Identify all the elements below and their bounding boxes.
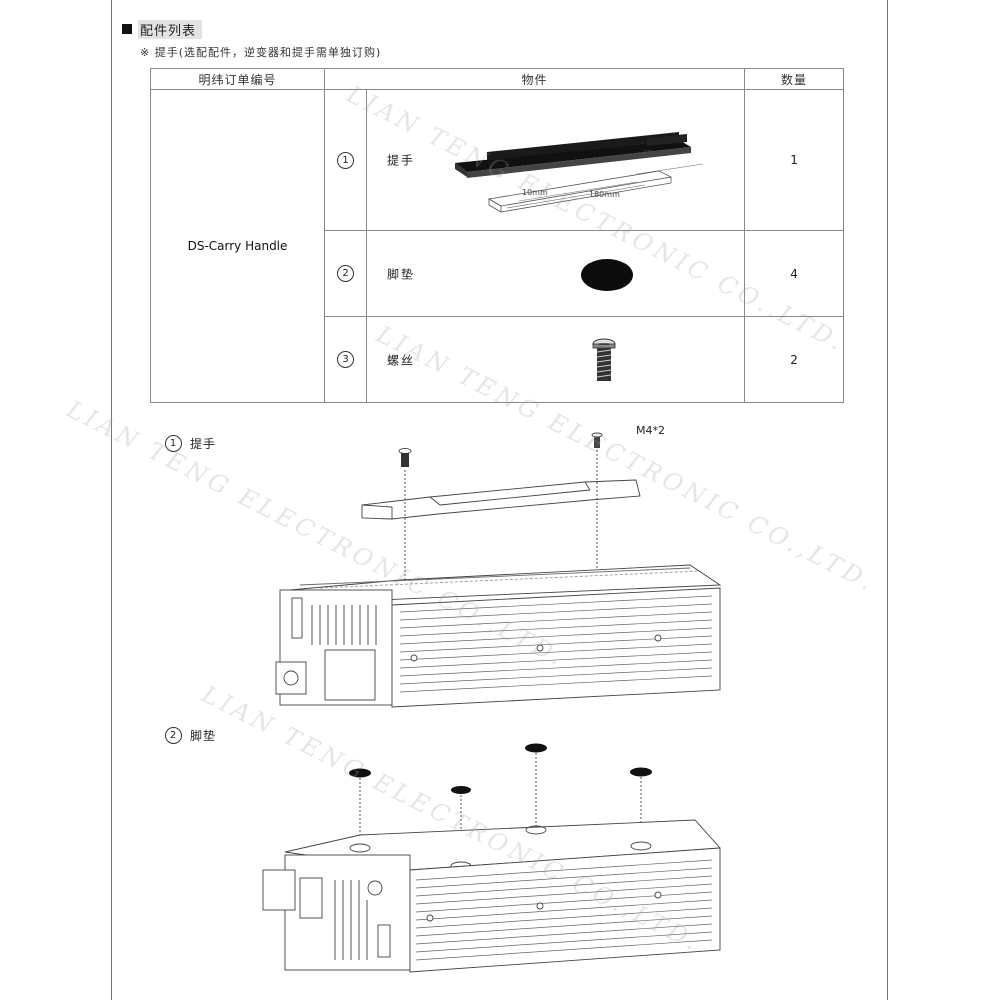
order-code-cell: DS-Carry Handle xyxy=(150,89,325,403)
screw-right-icon xyxy=(591,432,603,448)
qty-foot: 4 xyxy=(744,230,845,317)
rubber-foot-image xyxy=(581,259,633,291)
foot-2-icon xyxy=(451,786,471,794)
screw-left-icon xyxy=(398,448,412,467)
feet-assembly-diagram xyxy=(262,743,721,973)
svg-text:180mm: 180mm xyxy=(589,190,620,199)
screw-image xyxy=(592,338,616,381)
diagram-handle-label: 1 提手 xyxy=(165,435,216,452)
section-title: 配件列表 xyxy=(122,19,203,39)
section-note: ※ 提手(选配配件，逆变器和提手需单独订购) xyxy=(140,46,382,59)
foot-3-icon xyxy=(525,743,547,753)
diagram-feet-label: 2 脚垫 xyxy=(165,727,216,744)
header-order-code: 明纬订单编号 xyxy=(150,68,325,90)
foot-1-icon xyxy=(349,768,371,778)
square-bullet-icon xyxy=(122,24,132,34)
svg-text:27mm: 27mm xyxy=(642,149,668,158)
accessory-table: 明纬订单编号 物件 数量 DS-Carry Handle 1 提手 27mm xyxy=(150,68,845,403)
screw-spec-label: M4*2 xyxy=(636,424,665,437)
row-index: 2 xyxy=(324,230,367,317)
handle-assembly-diagram xyxy=(275,432,722,708)
page-frame xyxy=(111,0,888,1000)
item-handle-cell: 提手 27mm 10mm 180mm xyxy=(365,89,746,231)
item-screw-cell: 螺丝 xyxy=(365,316,746,403)
foot-4-icon xyxy=(630,767,652,777)
svg-text:10mm: 10mm xyxy=(522,188,548,197)
handle-image: 27mm 10mm 180mm xyxy=(455,132,704,213)
row-index: 3 xyxy=(324,316,367,403)
item-foot-cell: 脚垫 xyxy=(365,230,746,317)
qty-handle: 1 xyxy=(744,89,845,231)
qty-screw: 2 xyxy=(744,316,845,403)
